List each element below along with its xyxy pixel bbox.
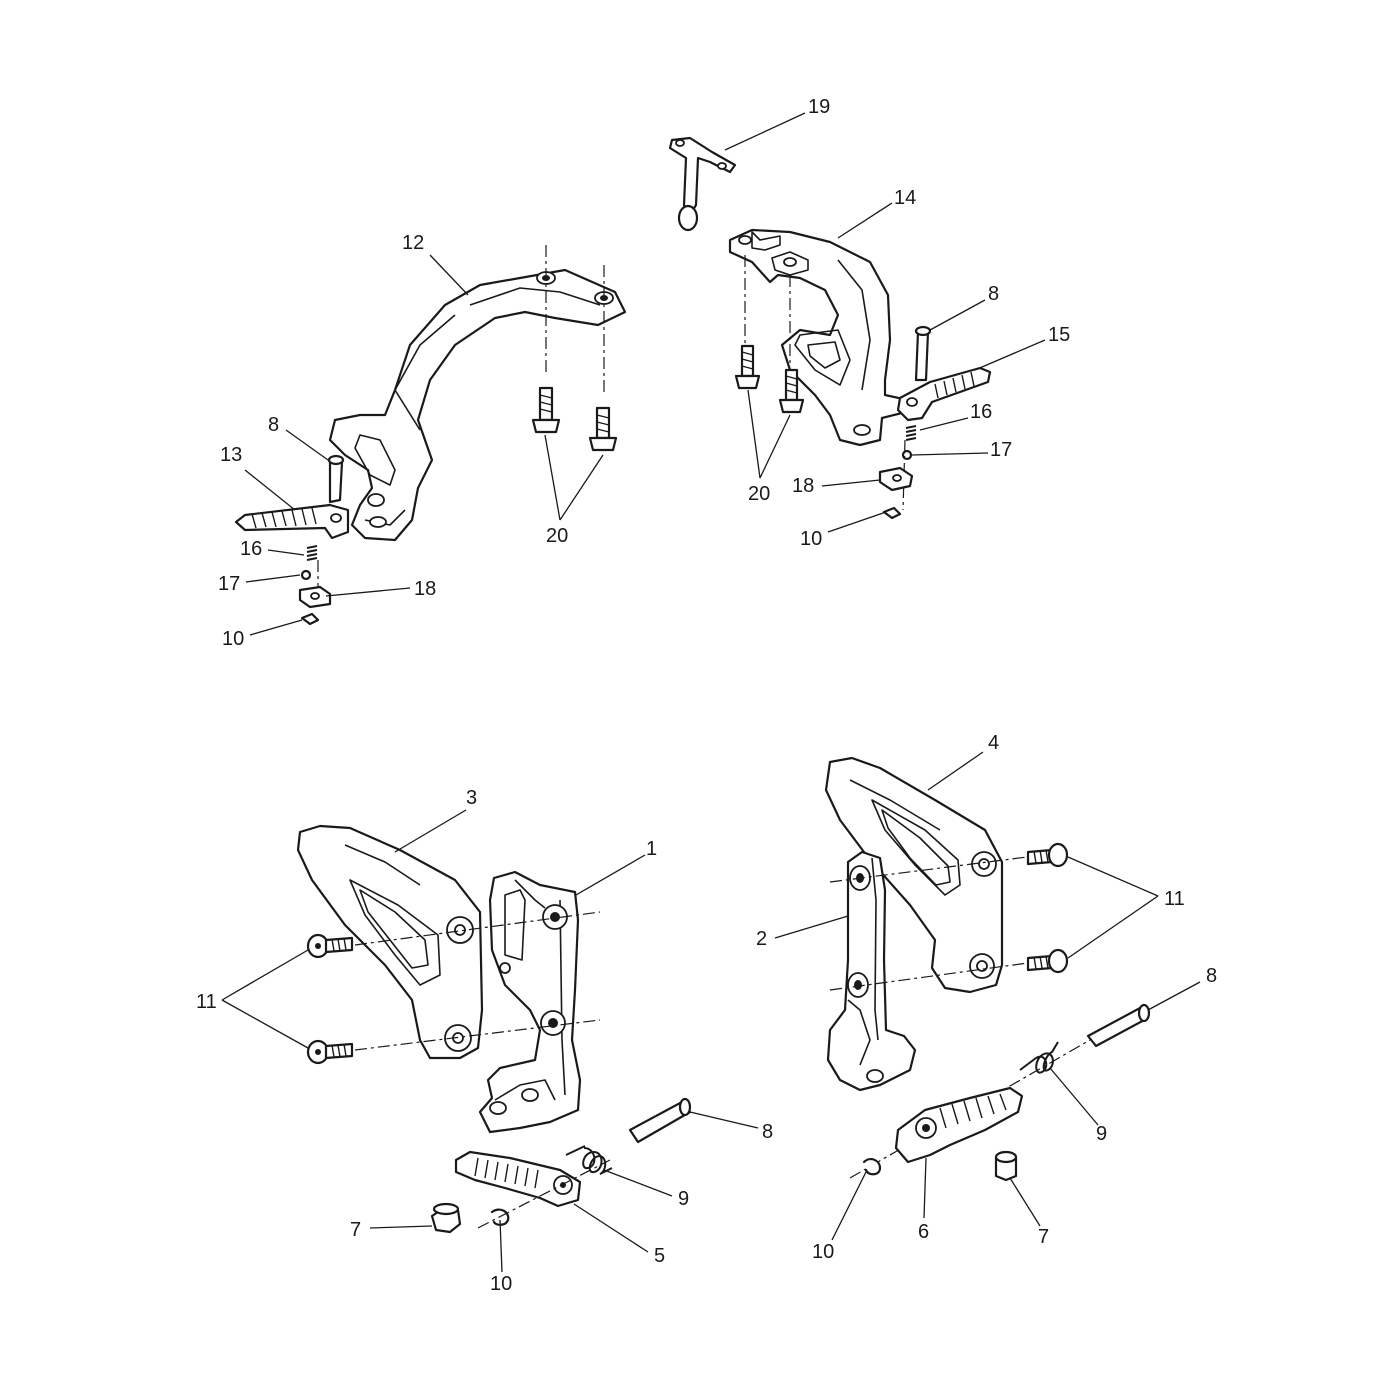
centerline <box>477 1159 611 1229</box>
callout-20: 20 <box>546 525 568 547</box>
spring-16-top-left <box>306 545 318 561</box>
callout-8: 8 <box>762 1121 773 1143</box>
hanger-1 <box>478 870 582 1134</box>
centerline <box>354 911 601 1051</box>
callout-6: 6 <box>918 1221 929 1243</box>
bolt-20-left-b <box>588 406 618 452</box>
callout-5: 5 <box>654 1245 665 1267</box>
callout-12: 12 <box>402 232 424 254</box>
plate-18-top-right <box>878 466 914 492</box>
pin-8-top-left <box>327 454 345 504</box>
footrest-6 <box>894 1086 1024 1164</box>
clip-10-bottom-right <box>862 1158 882 1176</box>
callout-20: 20 <box>748 483 770 505</box>
centerline <box>744 255 791 365</box>
callout-9: 9 <box>678 1188 689 1210</box>
callout-16: 16 <box>240 538 262 560</box>
spring-9-bottom-right <box>1019 1041 1059 1074</box>
callout-18: 18 <box>792 475 814 497</box>
bolt-20-right-b <box>778 368 805 414</box>
callout-labels: 19 14 12 8 15 16 17 18 20 10 8 13 16 17 … <box>196 96 1217 1295</box>
pin-8-top-right <box>914 325 932 382</box>
callout-10: 10 <box>800 528 822 550</box>
plate-18-top-left <box>298 585 332 609</box>
hanger-2 <box>826 850 917 1092</box>
callout-7: 7 <box>350 1219 361 1241</box>
bolt-11-left-b <box>306 1039 354 1065</box>
pin-8-bottom-right <box>1086 1003 1151 1048</box>
callout-14: 14 <box>894 187 916 209</box>
callout-4: 4 <box>988 732 999 754</box>
heel-guard-3 <box>296 824 484 1060</box>
footrest-15 <box>896 366 992 422</box>
callout-18: 18 <box>414 578 436 600</box>
heel-guard-4 <box>824 756 1004 994</box>
callout-1: 1 <box>646 838 657 860</box>
bolt-11-right-b <box>1026 948 1069 974</box>
bolt-11-left-a <box>306 933 354 959</box>
centerline <box>545 245 605 395</box>
ball-17-top-left <box>300 569 312 581</box>
callout-11: 11 <box>196 991 217 1013</box>
bolt-7-bottom-left <box>430 1202 462 1234</box>
callout-7: 7 <box>1038 1226 1049 1248</box>
clip-10-top-left <box>300 612 320 626</box>
footrest-5 <box>454 1150 582 1208</box>
callout-9: 9 <box>1096 1123 1107 1145</box>
callout-3: 3 <box>466 787 477 809</box>
bolt-7-bottom-right <box>994 1150 1018 1182</box>
callout-17: 17 <box>218 573 240 595</box>
footrest-13 <box>234 503 350 540</box>
callout-15: 15 <box>1048 324 1070 346</box>
callout-11: 11 <box>1164 888 1185 910</box>
callout-19: 19 <box>808 96 830 118</box>
callout-16: 16 <box>970 401 992 423</box>
callout-8: 8 <box>268 414 279 436</box>
callout-10: 10 <box>490 1273 512 1295</box>
centerline <box>902 439 906 511</box>
leader-lines <box>221 112 1201 1273</box>
bolt-11-right-a <box>1026 842 1069 868</box>
pillion-hanger-right <box>728 228 910 447</box>
callout-17: 17 <box>990 439 1012 461</box>
clip-10-top-right <box>882 506 902 520</box>
pillion-hanger-left <box>328 268 627 542</box>
callout-8: 8 <box>1206 965 1217 987</box>
bracket-19 <box>668 136 737 232</box>
centerline <box>829 855 1036 991</box>
callout-8: 8 <box>988 283 999 305</box>
spring-9-bottom-left <box>565 1145 613 1175</box>
pin-8-bottom-left <box>628 1097 692 1144</box>
callout-10: 10 <box>222 628 244 650</box>
callout-13: 13 <box>220 444 242 466</box>
bolt-20-right-a <box>734 344 761 390</box>
bolt-20-left-a <box>531 386 561 434</box>
spring-16-top-right <box>905 425 917 441</box>
callout-10: 10 <box>812 1241 834 1263</box>
callout-2: 2 <box>756 928 767 950</box>
